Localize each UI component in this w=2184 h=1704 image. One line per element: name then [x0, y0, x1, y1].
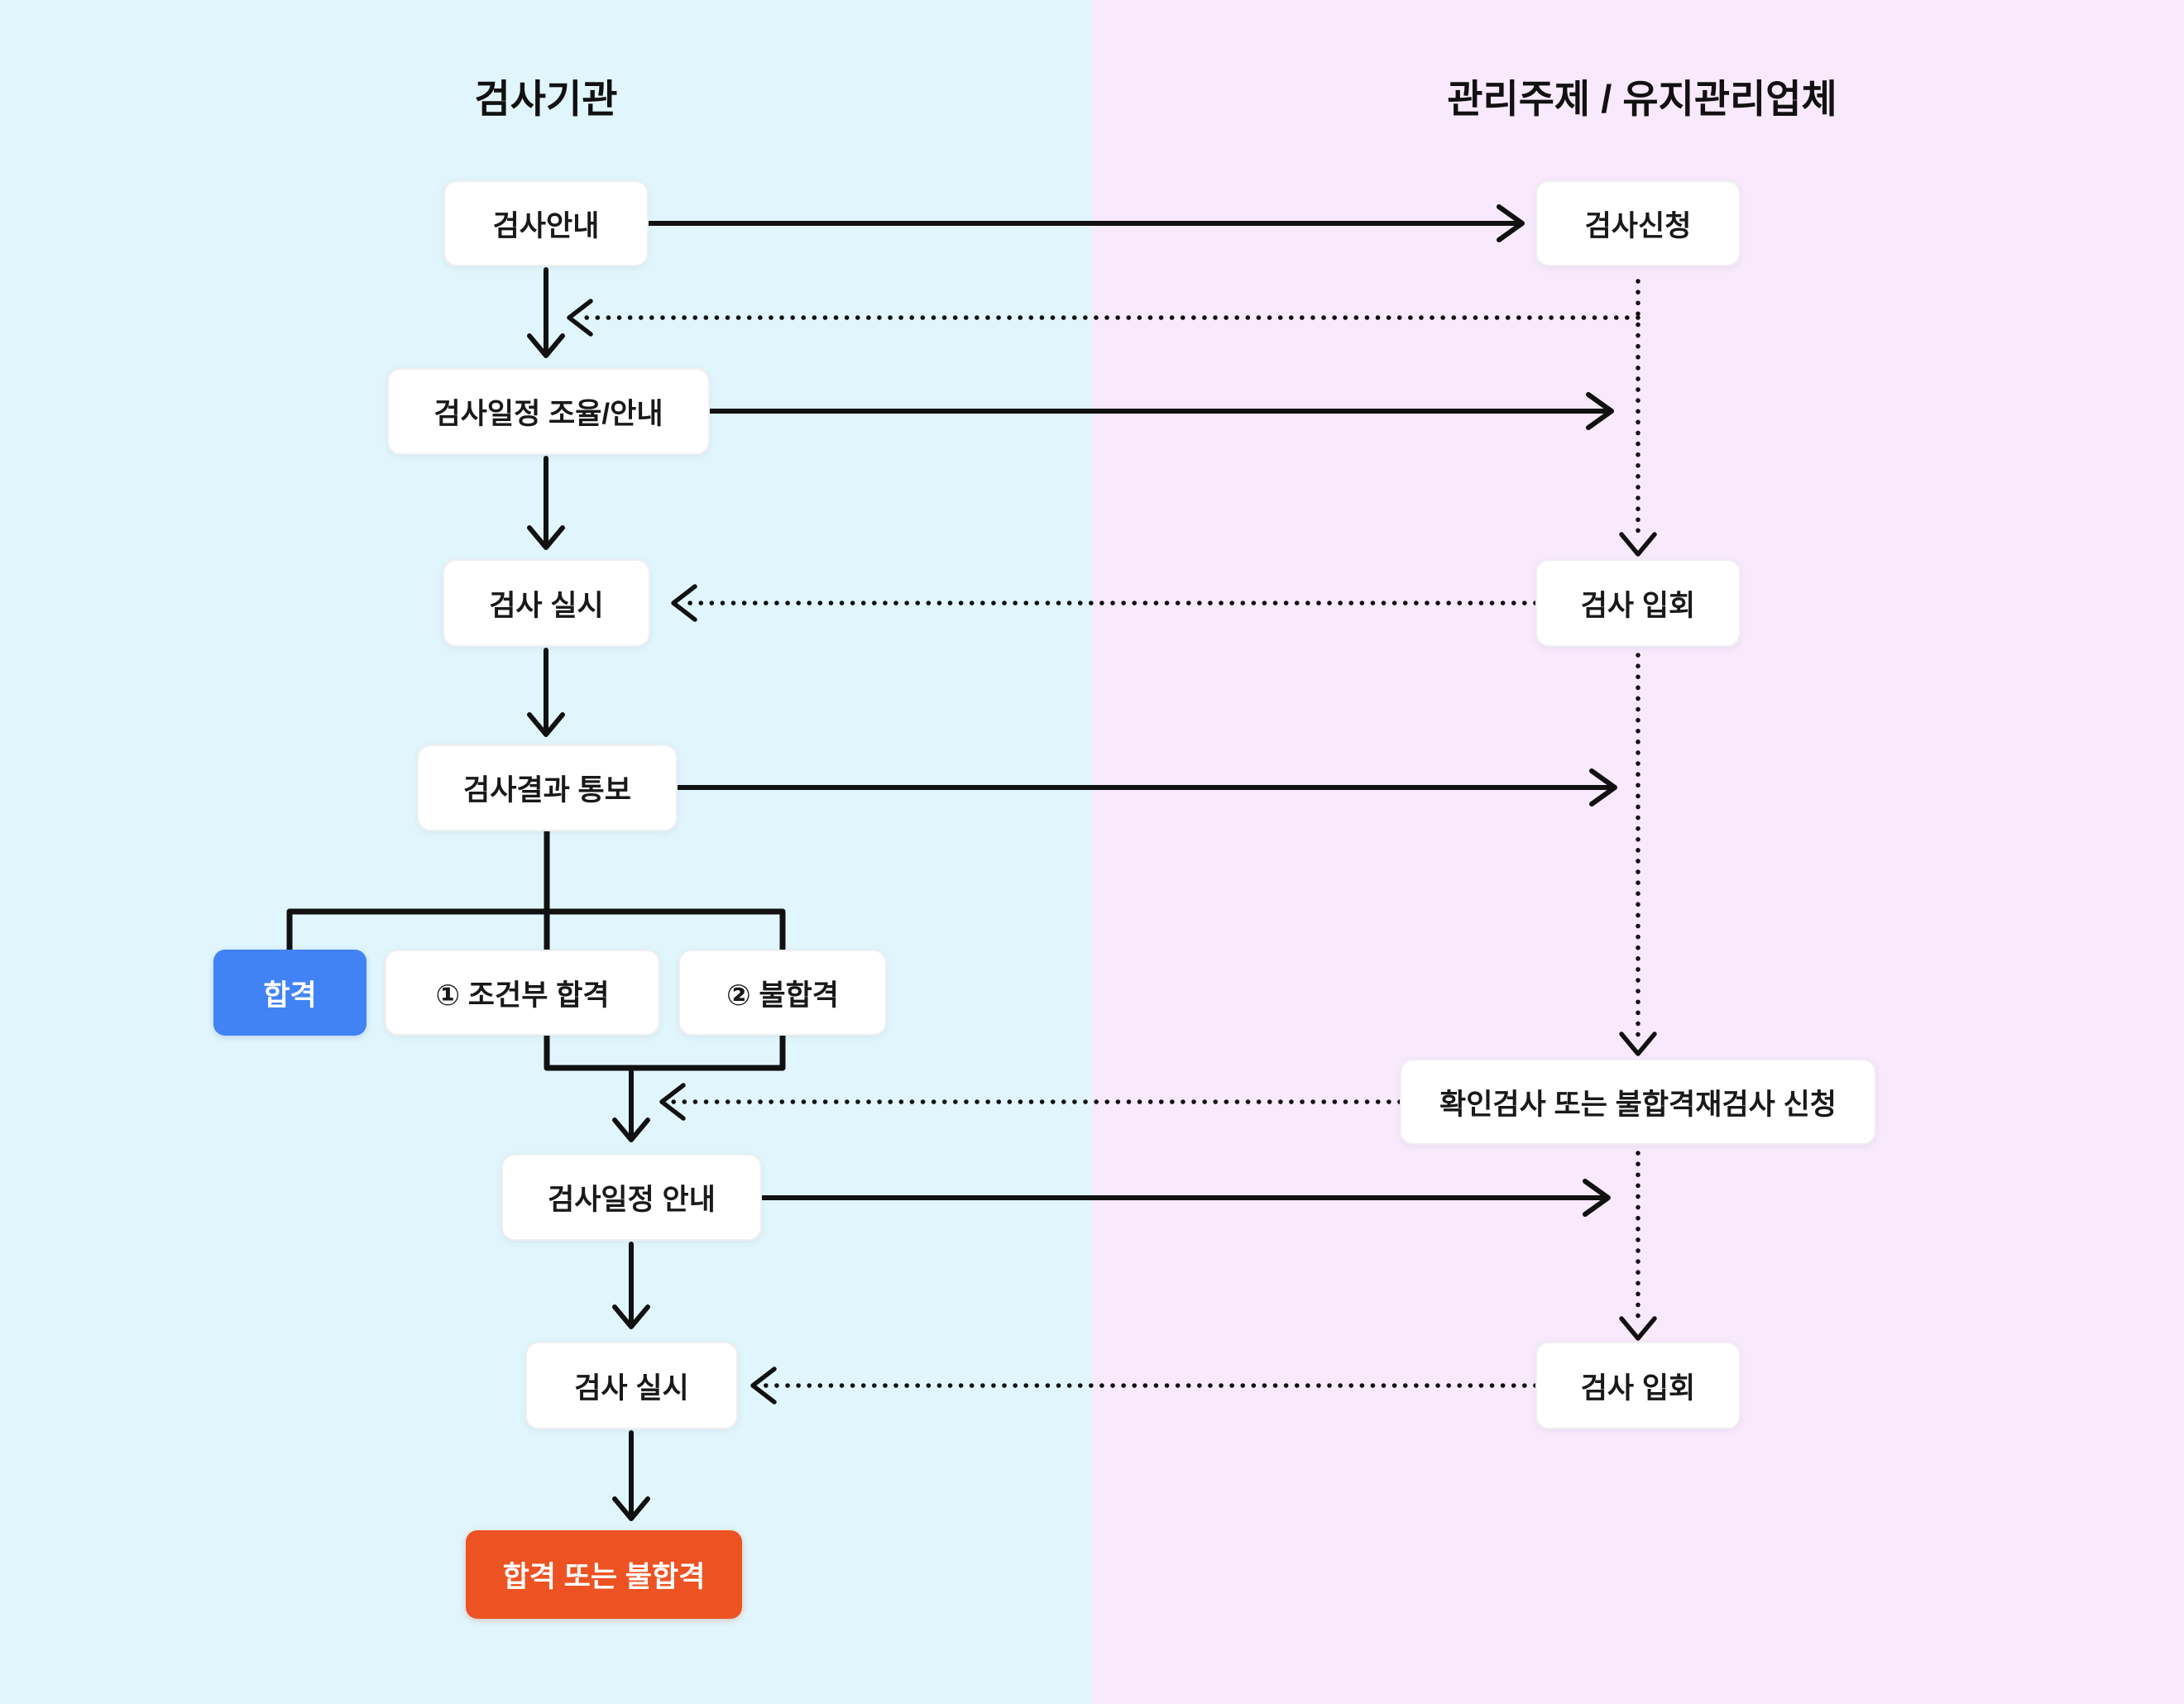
node-conditional-pass: ① 조건부 합격 [385, 950, 660, 1036]
dotted-arrow-request-to-attendance1 [1619, 279, 1657, 557]
node-inspection-conduct-2: 검사 실시 [525, 1342, 738, 1429]
dotted-arrow-reinspection-to-attendance2 [1619, 1151, 1657, 1341]
node-label: 검사신청 [1584, 209, 1692, 242]
node-label: 확인검사 또는 불합격재검사 신청 [1439, 1088, 1837, 1121]
node-reinspection-request: 확인검사 또는 불합격재검사 신청 [1400, 1059, 1876, 1145]
dotted-arrow-reinspection-to-merge [659, 1083, 1402, 1121]
dotted-arrow-request-feedback [567, 299, 1640, 337]
node-schedule-notice: 검사일정 안내 [501, 1154, 762, 1241]
node-fail: ② 불합격 [678, 950, 887, 1036]
node-label: 합격 [263, 979, 317, 1012]
node-label: 검사 실시 [489, 589, 604, 622]
node-label: 검사 실시 [574, 1371, 689, 1405]
branch-split-lines [286, 828, 786, 953]
node-inspection-guide: 검사안내 [443, 180, 649, 266]
node-inspection-attendance-1: 검사 입회 [1535, 559, 1741, 647]
arrow-guide-to-request [646, 204, 1525, 242]
arrow-result-to-right [675, 768, 1617, 807]
node-label: 검사일정 안내 [548, 1184, 716, 1216]
node-label: 검사결과 통보 [463, 774, 631, 807]
arrow-schedule-notice-to-right [759, 1179, 1611, 1217]
arrow-conduct1-to-result [527, 648, 565, 737]
lane-title-management-company: 관리주제 / 유지관리업체 [1447, 77, 1837, 121]
node-label: 합격 또는 불합격 [502, 1561, 706, 1593]
node-label: 검사 입회 [1580, 1371, 1696, 1405]
arrow-schedule-to-right [707, 392, 1614, 430]
arrow-guide-to-schedule [527, 267, 565, 358]
node-inspection-attendance-2: 검사 입회 [1535, 1342, 1741, 1429]
dotted-arrow-attendance1-to-reinspection [1619, 653, 1657, 1056]
node-inspection-conduct-1: 검사 실시 [443, 559, 650, 647]
arrow-schedule-notice-to-conduct2 [612, 1242, 650, 1329]
arrow-conduct2-to-final [612, 1430, 650, 1521]
node-inspection-request: 검사신청 [1535, 180, 1741, 266]
node-label: 검사일정 조율/안내 [433, 398, 663, 430]
arrow-schedule-to-conduct1 [527, 456, 565, 550]
lane-title-inspection-agency: 검사기관 [474, 77, 618, 121]
node-pass: 합격 [213, 950, 366, 1036]
node-result-notification: 검사결과 통보 [417, 744, 678, 831]
node-label: 검사 입회 [1580, 589, 1696, 622]
node-schedule-coordination: 검사일정 조율/안내 [387, 368, 710, 455]
node-label: ① 조건부 합격 [435, 979, 610, 1012]
node-label: ② 불합격 [726, 979, 839, 1012]
dotted-arrow-attendance2-to-conduct2 [750, 1367, 1538, 1405]
dotted-arrow-attendance1-to-conduct1 [671, 584, 1538, 622]
arrow-merge-to-schedule-notice [612, 1065, 650, 1142]
branch-merge-lines [544, 1032, 786, 1071]
node-label: 검사안내 [492, 209, 600, 242]
node-final-result: 합격 또는 불합격 [466, 1530, 742, 1619]
